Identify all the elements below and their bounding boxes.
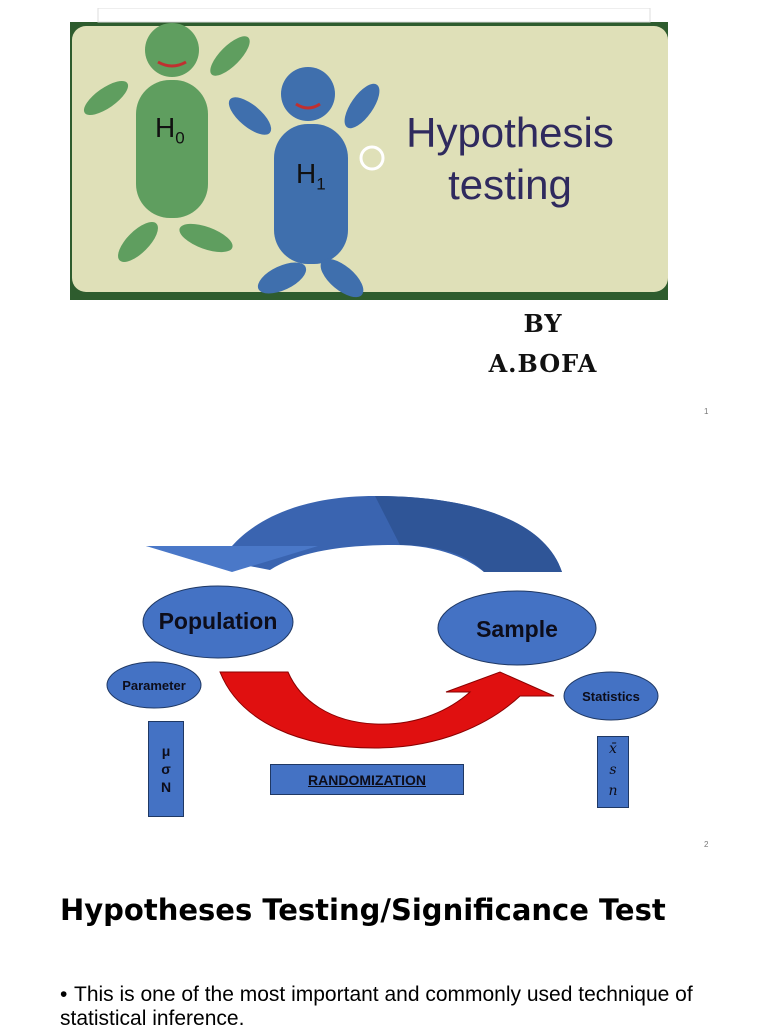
randomization-box: RANDOMIZATION: [270, 764, 464, 795]
h1-label: H1: [296, 158, 326, 194]
parameter-label: Parameter: [122, 678, 186, 693]
bullet-marker: •: [60, 983, 68, 1006]
parameter-ellipse: [106, 661, 202, 709]
symbol-capital-n: N: [160, 779, 172, 796]
top-arrow-head: [146, 546, 318, 572]
statistics-ellipse: [563, 671, 659, 721]
bottom-curved-arrow: [219, 671, 555, 749]
banner-title-line1: Hypothesis: [406, 109, 614, 156]
h0-figure: [83, 23, 250, 262]
parameter-symbols-box: μ σ N: [148, 721, 184, 817]
slide3-title: Hypotheses Testing/Significance Test: [60, 893, 666, 927]
symbol-mu: μ: [161, 743, 171, 759]
h1-figure: [228, 67, 385, 298]
bullet-text: This is one of the most important and co…: [60, 983, 693, 1030]
top-arrow-body-dark: [375, 496, 562, 572]
population-label: Population: [158, 608, 278, 634]
symbol-sigma: σ: [161, 761, 171, 778]
population-ellipse: [142, 585, 294, 659]
hypothesis-banner-image: H0 H1 Hypothesis testing: [70, 8, 668, 300]
author-name: A.BOFA: [488, 349, 598, 378]
page-number-2: 2: [704, 840, 709, 849]
sampling-cycle-diagram: [106, 496, 659, 749]
banner-background: [72, 26, 668, 292]
statistic-symbols-box: x̄ s n: [597, 736, 629, 808]
banner-top-strip: [97, 8, 651, 23]
sample-label: Sample: [476, 616, 558, 642]
statistics-label: Statistics: [582, 689, 640, 704]
symbol-x-bar: x̄: [609, 741, 617, 757]
banner-graphic: [70, 8, 668, 300]
symbol-n: n: [608, 783, 618, 799]
banner-title-line2: testing: [448, 161, 572, 208]
symbol-s: s: [609, 762, 617, 778]
page-number-1: 1: [704, 407, 709, 416]
sample-ellipse: [437, 590, 597, 666]
author-by: BY: [523, 309, 563, 338]
h0-label: H0: [155, 112, 185, 148]
